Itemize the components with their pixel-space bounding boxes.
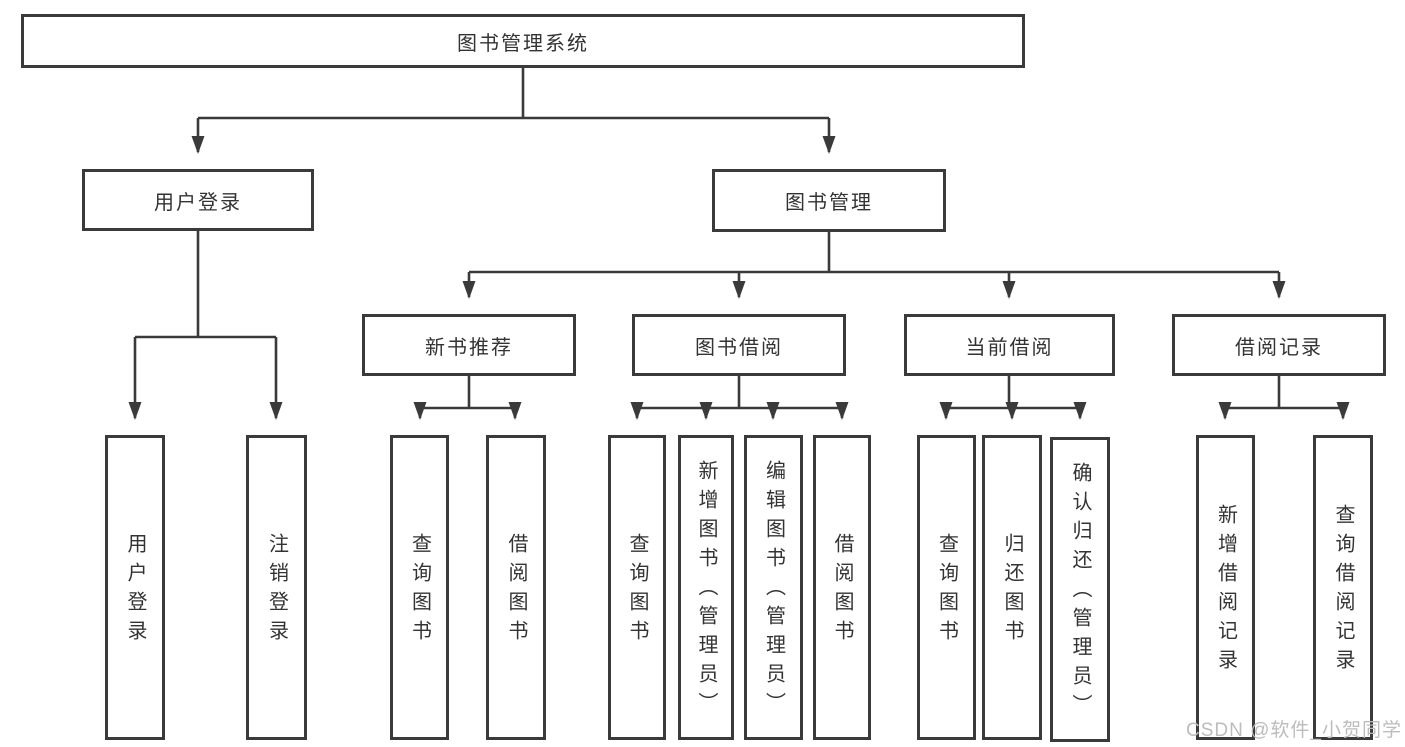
node-add-book-admin-label: 新增图书（管理员） (695, 460, 717, 721)
node-return-books-label: 归还图书 (1001, 532, 1023, 649)
node-user-login-leaf: 用户登录 (105, 435, 165, 740)
node-book-borrow-label: 图书借阅 (695, 336, 783, 359)
node-current-borrow-label: 当前借阅 (965, 336, 1054, 359)
node-root-label: 图书管理系统 (457, 32, 589, 55)
csdn-watermark: CSDN @软件_小贺同学 (1186, 720, 1402, 741)
node-user-login: 用户登录 (82, 169, 314, 231)
node-add-borrow-record: 新增借阅记录 (1196, 435, 1255, 740)
node-query-books-current-label: 查询图书 (935, 532, 958, 649)
node-query-books-newbook-label: 查询图书 (408, 532, 431, 649)
node-borrow-books-newbook-label: 借阅图书 (505, 532, 527, 649)
node-user-login-label: 用户登录 (154, 191, 242, 214)
node-return-books: 归还图书 (982, 435, 1042, 740)
node-query-books-borrow: 查询图书 (608, 435, 666, 740)
node-book-management: 图书管理 (712, 169, 946, 232)
node-confirm-return-admin-label: 确认归还（管理员） (1069, 462, 1091, 723)
node-root: 图书管理系统 (21, 14, 1025, 68)
connector-book-borrow (637, 376, 842, 410)
node-query-books-current: 查询图书 (917, 435, 976, 740)
node-book-management-label: 图书管理 (785, 192, 873, 214)
node-borrow-records-label: 借阅记录 (1235, 336, 1323, 359)
node-borrow-books-newbook: 借阅图书 (486, 435, 546, 740)
node-query-borrow-record-label: 查询借阅记录 (1332, 503, 1354, 678)
node-user-login-leaf-label: 用户登录 (124, 532, 146, 649)
node-current-borrow: 当前借阅 (904, 314, 1115, 376)
connector-root (198, 68, 829, 120)
node-add-book-admin: 新增图书（管理员） (678, 435, 734, 740)
connector-user-login (135, 231, 276, 339)
node-query-books-borrow-label: 查询图书 (626, 532, 648, 649)
connector-book-management (469, 232, 1279, 274)
node-query-borrow-record: 查询借阅记录 (1313, 435, 1373, 740)
node-new-book-recommend-label: 新书推荐 (425, 336, 513, 359)
node-new-book-recommend: 新书推荐 (362, 314, 576, 376)
connector-borrow-record (1225, 376, 1343, 410)
node-query-books-newbook: 查询图书 (390, 435, 449, 740)
node-edit-book-admin: 编辑图书（管理员） (744, 435, 803, 740)
node-borrow-books-leaf-label: 借阅图书 (831, 532, 853, 649)
node-borrow-records: 借阅记录 (1172, 314, 1386, 376)
node-logout-label: 注销登录 (265, 532, 288, 649)
connector-current-borrow (946, 376, 1080, 410)
node-book-borrow: 图书借阅 (632, 314, 846, 376)
node-edit-book-admin-label: 编辑图书（管理员） (762, 460, 785, 721)
node-borrow-books-leaf: 借阅图书 (813, 435, 871, 740)
connector-new-book (420, 376, 515, 410)
node-add-borrow-record-label: 新增借阅记录 (1214, 503, 1237, 678)
node-logout: 注销登录 (246, 435, 307, 740)
node-confirm-return-admin: 确认归还（管理员） (1050, 437, 1110, 742)
